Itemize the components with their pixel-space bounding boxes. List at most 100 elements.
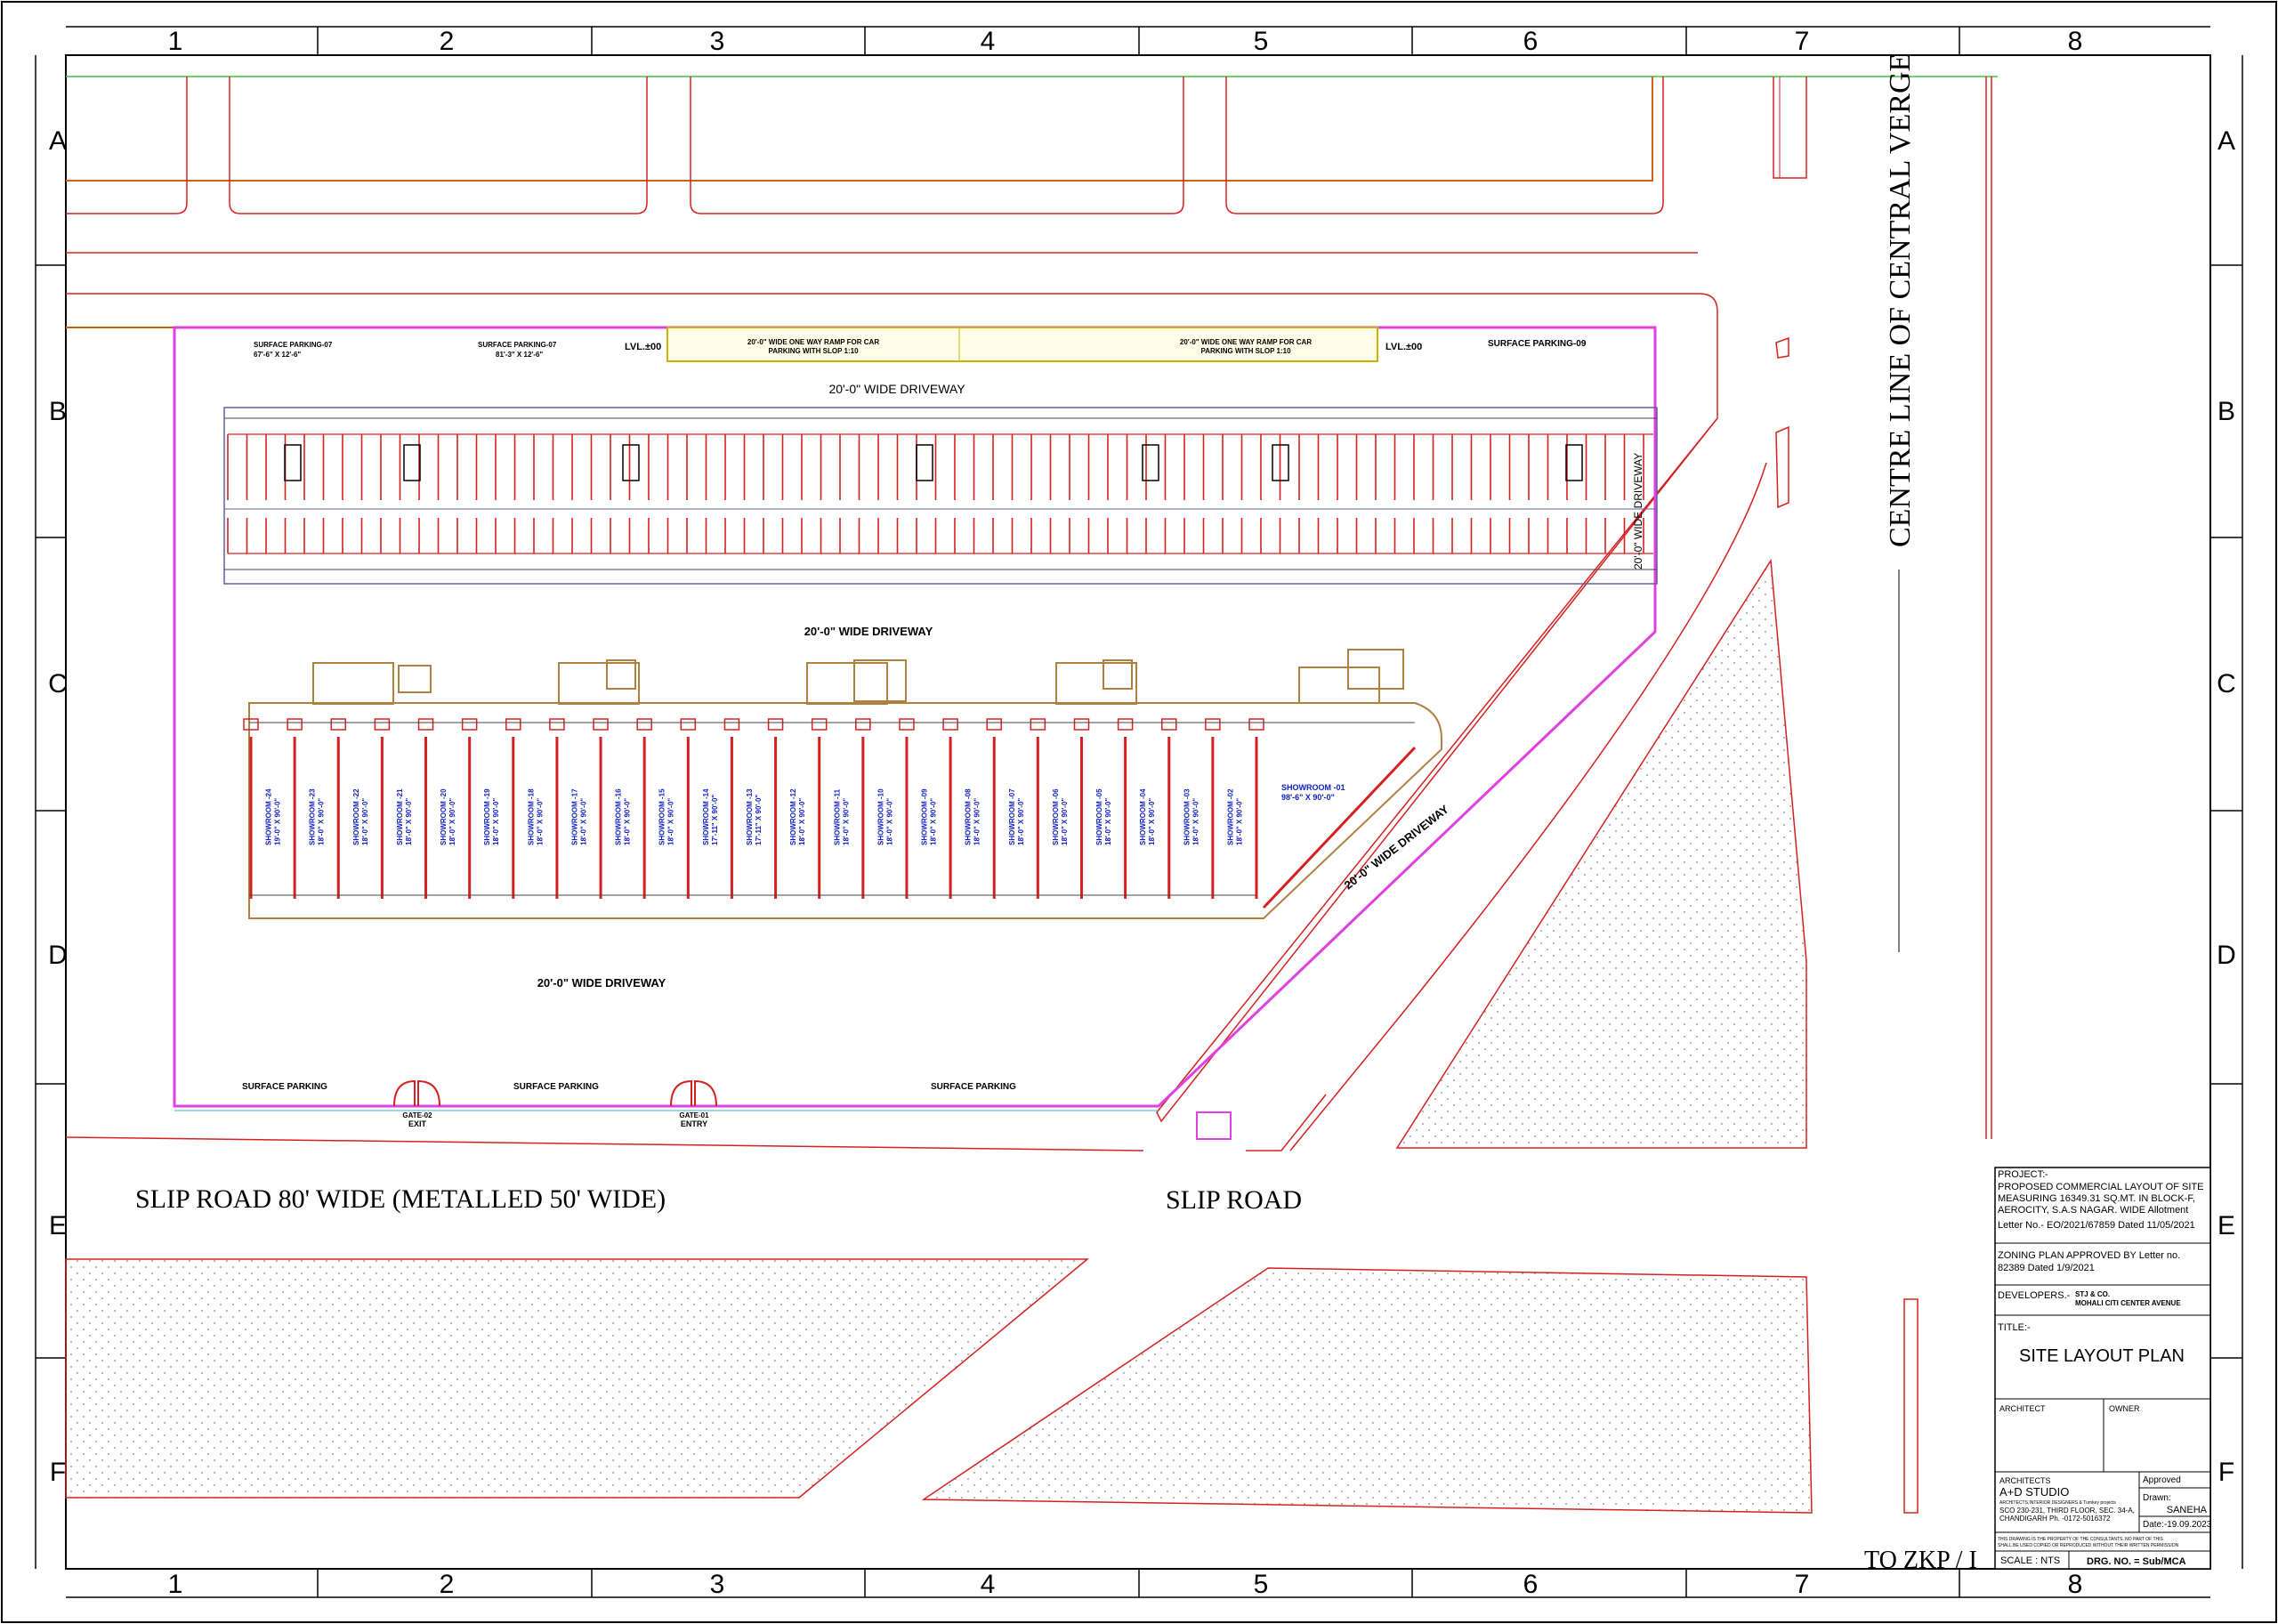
driveway-label: 20'-0" WIDE DRIVEWAY <box>537 976 666 990</box>
grid-col-label: 1 <box>168 1570 183 1599</box>
showroom-name: SHOWROOM -07 <box>1008 788 1016 845</box>
showroom-label: SHOWROOM -01 <box>1281 783 1345 792</box>
showroom-entry <box>636 718 652 731</box>
showroom-entry <box>1117 718 1134 731</box>
slip-road-main-label: SLIP ROAD 80' WIDE (METALLED 50' WIDE) <box>135 1184 666 1214</box>
svg-text:SCALE : NTS: SCALE : NTS <box>2000 1555 2060 1566</box>
showroom-diagonal-wall <box>1262 746 1417 909</box>
grid-col-label: 6 <box>1523 1570 1539 1599</box>
surface-parking-dim: 81'-3" X 12'-6" <box>496 351 543 359</box>
grid-col-label: 5 <box>1254 27 1269 56</box>
gate-label: EXIT <box>408 1119 427 1128</box>
grid-col-label: 2 <box>440 27 455 56</box>
top-plots <box>66 77 1992 1514</box>
showroom-entry <box>505 718 521 731</box>
showroom-name: SHOWROOM -18 <box>527 788 535 845</box>
svg-text:Date:-19.09.2023: Date:-19.09.2023 <box>2143 1520 2212 1530</box>
showroom-name: SHOWROOM -16 <box>615 788 623 845</box>
svg-text:Drawn:: Drawn: <box>2143 1493 2171 1503</box>
stair-core <box>403 444 421 481</box>
grid-row-label: E <box>2217 1211 2235 1240</box>
grid-labels: 1 2 3 4 5 6 7 8 1 2 3 4 5 6 7 8 A B C D … <box>48 27 2236 1599</box>
svg-text:OWNER: OWNER <box>2109 1404 2140 1413</box>
showroom-dim: 18'-0" X 90'-0" <box>536 798 544 845</box>
stair-core <box>1142 444 1159 481</box>
ramp-label: 20'-0" WIDE ONE WAY RAMP FOR CAR <box>747 338 879 346</box>
drawing-title: SITE LAYOUT PLAN <box>2019 1346 2185 1366</box>
showroom-dim: 18'-0" X 90'-0" <box>318 798 326 845</box>
driveway-label: 20'-0" WIDE DRIVEWAY <box>1632 453 1644 570</box>
showroom-dim: 18'-0" X 90'-0" <box>842 798 850 845</box>
grid-col-label: 1 <box>168 27 183 56</box>
guard-room <box>1196 1111 1232 1140</box>
grid-row-label: B <box>2217 397 2235 426</box>
grid-row-label: D <box>2217 941 2236 970</box>
ramp-label: PARKING WITH SLOP 1:10 <box>1200 347 1291 355</box>
svg-text:82389 Dated 1/9/2021: 82389 Dated 1/9/2021 <box>1998 1263 2095 1273</box>
svg-text:MOHALI CITI CENTER AVENUE: MOHALI CITI CENTER AVENUE <box>2075 1299 2181 1307</box>
showroom-entry <box>942 718 958 731</box>
surface-parking-label: SURFACE PARKING-07 <box>478 341 557 349</box>
showroom-name: SHOWROOM -10 <box>876 788 885 845</box>
stair-core <box>284 444 302 481</box>
showroom-name: SHOWROOM -05 <box>1095 788 1103 845</box>
site-labels: SURFACE PARKING-07 67'-6" X 12'-6" SURFA… <box>242 338 1644 1128</box>
svg-text:SCO 230-231, THIRD FLOOR, SEC.: SCO 230-231, THIRD FLOOR, SEC. 34-A, <box>1999 1507 2135 1515</box>
showroom-entry <box>767 718 784 731</box>
svg-text:MEASURING 16349.31 SQ.MT. IN B: MEASURING 16349.31 SQ.MT. IN BLOCK-F, <box>1998 1193 2195 1204</box>
showroom-dim: 17'-11" X 90'-0" <box>711 795 719 845</box>
svg-text:ARCHITECT: ARCHITECT <box>1999 1404 2046 1413</box>
showroom-name: SHOWROOM -09 <box>921 788 929 845</box>
svg-text:DRG. NO. = Sub/MCA: DRG. NO. = Sub/MCA <box>2087 1556 2186 1567</box>
svg-text:AEROCITY, S.A.S NAGAR. WIDE A: AEROCITY, S.A.S NAGAR. WIDE Allotment <box>1998 1205 2188 1216</box>
surface-parking-label: SURFACE PARKING-07 <box>254 341 333 349</box>
ramp-block <box>666 327 1378 362</box>
level-label: LVL.±00 <box>1385 342 1422 352</box>
showroom-name: SHOWROOM -15 <box>658 788 666 845</box>
showroom-entry <box>287 718 303 731</box>
stair-core <box>1272 444 1289 481</box>
green-area-bottom-left <box>65 1258 1090 1499</box>
upper-shop-block <box>223 407 1658 585</box>
gate-label: GATE-01 <box>679 1111 709 1119</box>
showroom-dim: 18'-0" X 90'-0" <box>667 798 675 845</box>
showroom-name: SHOWROOM -17 <box>570 788 578 845</box>
showroom-dim: 18'-0" X 90'-0" <box>885 798 893 845</box>
svg-text:PROJECT:-: PROJECT:- <box>1998 1169 2048 1180</box>
svg-text:STJ & CO.: STJ & CO. <box>2075 1290 2110 1298</box>
showroom-name: SHOWROOM -03 <box>1183 788 1191 845</box>
showroom-dim: 18'-0" X 90'-0" <box>448 798 456 845</box>
showroom-entry <box>811 718 828 731</box>
showroom-name: SHOWROOM -02 <box>1226 788 1234 845</box>
svg-text:THIS DRAWING IS THE PROPERTY O: THIS DRAWING IS THE PROPERTY OF THE CONS… <box>1998 1537 2164 1542</box>
studio-name: A+D STUDIO <box>1999 1485 2069 1499</box>
surface-parking-label: SURFACE PARKING <box>513 1082 599 1092</box>
grid-row-label: C <box>48 669 68 699</box>
svg-text:ARCHITECTS: ARCHITECTS <box>1999 1476 2051 1485</box>
stair-core <box>622 444 640 481</box>
grid-row-label: C <box>2217 669 2236 699</box>
showroom-entry <box>1248 718 1264 731</box>
showroom-entry <box>243 718 259 731</box>
grid-col-label: 3 <box>710 27 725 56</box>
showroom-name: SHOWROOM -19 <box>483 788 491 845</box>
grid-col-label: 4 <box>981 27 996 56</box>
showroom-name: SHOWROOM -13 <box>746 788 754 845</box>
showroom-name: SHOWROOM -23 <box>309 788 317 845</box>
road-edges <box>65 374 1767 1151</box>
showroom-dim: 18'-0" X 90'-0" <box>492 798 500 845</box>
showroom-entry <box>1073 718 1090 731</box>
green-area-right <box>1395 558 1807 1149</box>
gate-label: ENTRY <box>681 1119 707 1128</box>
showroom-dim: 18'-0" X 90'-0" <box>1104 798 1112 845</box>
grid-col-label: 2 <box>440 1570 455 1599</box>
drawing-frame <box>65 54 2211 1570</box>
showroom-name: SHOWROOM -04 <box>1139 788 1147 845</box>
showroom-dim: 18'-0" X 90'-0" <box>405 798 413 845</box>
showroom-entry <box>461 718 478 731</box>
showroom-entry <box>855 718 871 731</box>
showroom-name: SHOWROOM -06 <box>1052 788 1060 845</box>
surface-parking-label: SURFACE PARKING <box>242 1082 327 1092</box>
